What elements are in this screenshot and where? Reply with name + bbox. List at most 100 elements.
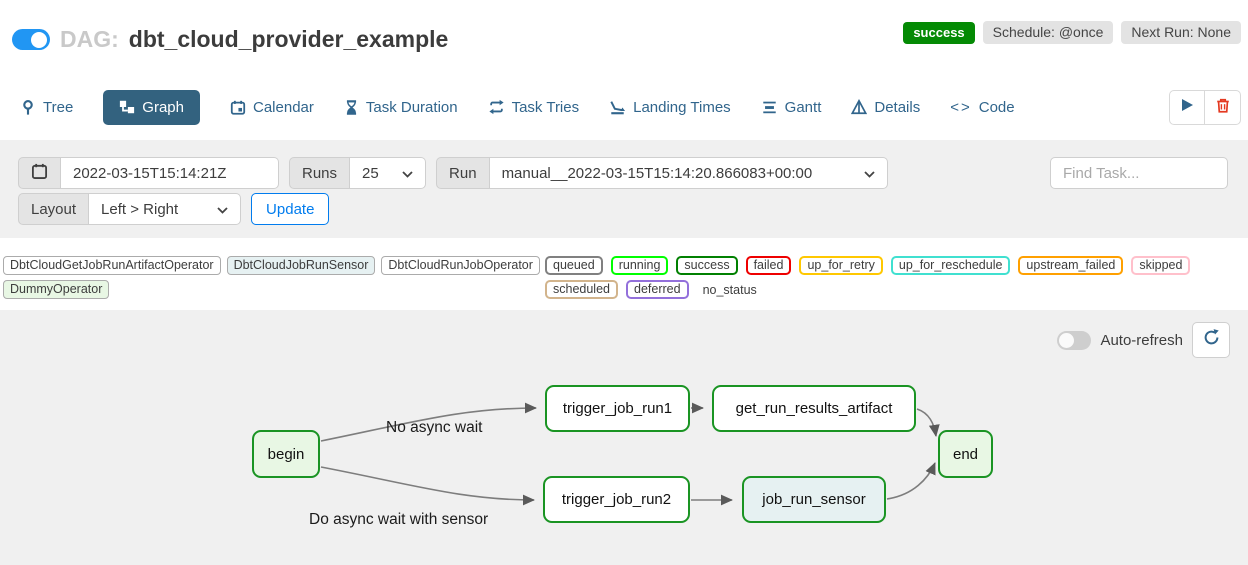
task-node-trigger-job-run1[interactable]: trigger_job_run1 — [545, 385, 690, 432]
tab-label: Graph — [142, 98, 184, 116]
tab-graph[interactable]: Graph — [103, 89, 200, 125]
calendar-addon-button[interactable] — [18, 157, 61, 189]
tab-task-duration[interactable]: Task Duration — [344, 99, 458, 116]
task-node-begin[interactable]: begin — [252, 430, 320, 478]
dag-prefix-label: DAG: — [60, 26, 119, 52]
filter-row-1: Runs 25 Run manual__2022-03-15T15:14:20.… — [18, 157, 898, 189]
toggle-knob — [31, 31, 47, 48]
hourglass-icon — [344, 99, 359, 116]
edge-label-do-async-wait: Do async wait with sensor — [309, 511, 489, 528]
refresh-icon — [1202, 328, 1221, 352]
layout-select[interactable]: Left > Right — [89, 193, 242, 225]
schedule-badge: Schedule: @once — [982, 21, 1114, 44]
operator-chip: DbtCloudJobRunSensor — [226, 256, 376, 275]
operator-chip: DummyOperator — [3, 280, 110, 299]
tab-landing-times[interactable]: Landing Times — [609, 99, 731, 116]
status-chip-running: running — [610, 256, 669, 275]
operator-chip: DbtCloudGetJobRunArtifactOperator — [3, 256, 221, 275]
status-chip-upstream-failed: upstream_failed — [1018, 256, 1124, 275]
dag-id-title: dbt_cloud_provider_example — [128, 26, 449, 52]
task-node-trigger-job-run2[interactable]: trigger_job_run2 — [543, 476, 690, 523]
code-icon: <> — [950, 98, 972, 116]
legend: DbtCloudGetJobRunArtifactOperator DbtClo… — [3, 256, 1245, 299]
filter-row-2: Layout Left > Right Update — [18, 193, 330, 225]
next-run-badge: Next Run: None — [1121, 21, 1241, 44]
task-node-get-run-results-artifact[interactable]: get_run_results_artifact — [712, 385, 916, 432]
base-date-group — [18, 157, 279, 189]
run-select-group: Run manual__2022-03-15T15:14:20.866083+0… — [436, 157, 888, 189]
num-runs-select[interactable]: 25 — [350, 157, 427, 189]
play-icon — [1180, 98, 1194, 117]
find-task-input[interactable] — [1050, 157, 1228, 189]
task-node-end[interactable]: end — [938, 430, 993, 478]
num-runs-group: Runs 25 — [289, 157, 427, 189]
auto-refresh-toggle[interactable] — [1057, 330, 1092, 350]
chevron-down-icon — [217, 201, 228, 218]
tab-label: Code — [978, 98, 1015, 116]
repeat-icon — [488, 99, 505, 115]
num-runs-value: 25 — [362, 164, 379, 182]
tab-label: Calendar — [253, 98, 314, 116]
status-legend: queued running success failed up_for_ret… — [545, 256, 1245, 299]
details-icon — [851, 99, 868, 115]
refresh-button[interactable] — [1192, 322, 1230, 358]
view-tabbar: Tree Graph Calendar Task Duration Task T… — [20, 88, 1015, 126]
task-node-job-run-sensor[interactable]: job_run_sensor — [742, 476, 886, 523]
base-date-input[interactable] — [61, 157, 279, 189]
tab-gantt[interactable]: Gantt — [761, 98, 822, 116]
tab-details[interactable]: Details — [851, 99, 920, 116]
calendar-icon — [230, 99, 246, 116]
tab-label: Landing Times — [633, 98, 731, 116]
tab-label: Details — [874, 98, 921, 116]
dag-action-buttons — [1169, 90, 1241, 125]
tab-label: Task Duration — [365, 98, 458, 116]
delete-dag-button[interactable] — [1205, 90, 1241, 125]
tab-label: Gantt — [784, 98, 822, 116]
runs-label: Runs — [289, 157, 351, 189]
graph-edges — [320, 402, 940, 506]
tab-label: Tree — [43, 98, 74, 116]
status-chip-no-status: no_status — [702, 282, 757, 297]
calendar-icon — [31, 162, 48, 184]
status-chip-scheduled: scheduled — [545, 280, 618, 299]
operator-legend: DbtCloudGetJobRunArtifactOperator DbtClo… — [3, 256, 545, 299]
header-badges: success Schedule: @once Next Run: None — [903, 21, 1241, 44]
operator-chip: DbtCloudRunJobOperator — [381, 256, 540, 275]
tab-task-tries[interactable]: Task Tries — [488, 98, 580, 116]
filter-panel: Runs 25 Run manual__2022-03-15T15:14:20.… — [0, 140, 1248, 238]
layout-value: Left > Right — [101, 200, 179, 218]
edge-label-no-async-wait: No async wait — [386, 419, 483, 436]
trigger-dag-button[interactable] — [1169, 90, 1205, 125]
status-chip-up-for-retry: up_for_retry — [799, 256, 883, 275]
status-badge: success — [903, 21, 975, 44]
landing-icon — [609, 99, 626, 115]
dag-header: DAG: dbt_cloud_provider_example — [12, 26, 448, 53]
status-chip-skipped: skipped — [1131, 256, 1191, 275]
tab-calendar[interactable]: Calendar — [230, 99, 314, 116]
gantt-icon — [761, 99, 778, 115]
layout-group: Layout Left > Right — [18, 193, 242, 225]
dag-pause-toggle[interactable] — [12, 29, 50, 50]
toggle-knob — [1059, 332, 1075, 348]
status-chip-success: success — [676, 256, 738, 275]
status-chip-queued: queued — [545, 256, 603, 275]
auto-refresh-control: Auto-refresh — [1057, 322, 1230, 358]
tree-icon — [20, 99, 36, 116]
status-chip-up-for-reschedule: up_for_reschedule — [890, 256, 1011, 275]
tab-label: Task Tries — [511, 98, 580, 116]
trash-icon — [1215, 97, 1231, 119]
dag-run-value: manual__2022-03-15T15:14:20.866083+00:00 — [501, 164, 813, 182]
status-chip-failed: failed — [745, 256, 792, 275]
update-button[interactable]: Update — [251, 193, 330, 225]
tab-code[interactable]: <> Code — [950, 99, 1014, 116]
dag-run-select[interactable]: manual__2022-03-15T15:14:20.866083+00:00 — [489, 157, 888, 189]
chevron-down-icon — [863, 165, 875, 182]
tab-tree[interactable]: Tree — [20, 99, 73, 116]
status-chip-deferred: deferred — [626, 280, 689, 299]
layout-label: Layout — [18, 193, 90, 225]
chevron-down-icon — [402, 165, 413, 182]
run-label: Run — [436, 157, 490, 189]
graph-panel: Auto-refresh No async wait Do async wait — [0, 310, 1248, 565]
auto-refresh-label: Auto-refresh — [1100, 331, 1183, 349]
